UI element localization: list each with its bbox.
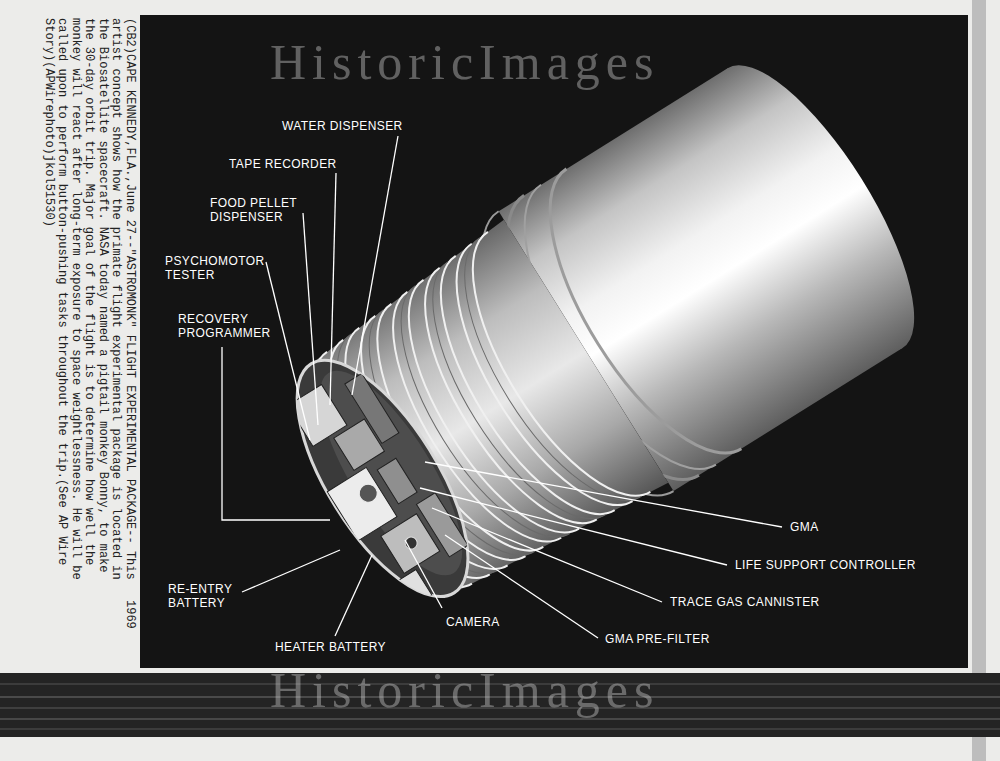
part-label: TRACE GAS CANNISTER: [670, 595, 820, 609]
part-label: RE-ENTRY BATTERY: [168, 582, 248, 610]
part-label-box: TRACE GAS CANNISTER: [670, 595, 820, 609]
leader-lines: [222, 136, 782, 638]
part-label-box: CAMERA: [446, 615, 500, 629]
caption: (CB2)CAPE KENNEDY,FLA.,June 27--"ASTROMO…: [42, 18, 137, 593]
part-label-box: GMA: [790, 520, 819, 534]
part-label: RECOVERY PROGRAMMER: [178, 312, 278, 340]
part-label: TAPE RECORDER: [229, 157, 337, 171]
part-label-box: FOOD PELLET DISPENSER: [210, 196, 310, 224]
part-label-box: TAPE RECORDER: [229, 157, 337, 171]
experiment-package: [274, 352, 491, 613]
part-label: CAMERA: [446, 615, 500, 629]
watermark-box: HistoricImages: [270, 34, 659, 90]
part-label: GMA PRE-FILTER: [605, 632, 710, 646]
biosatellite-capsule: [248, 39, 949, 647]
part-label-box: GMA PRE-FILTER: [605, 632, 710, 646]
print-edge: [972, 0, 986, 761]
photo-ground: [140, 15, 968, 668]
part-label: HEATER BATTERY: [275, 640, 386, 654]
part-label-box: RECOVERY PROGRAMMER: [178, 312, 278, 340]
watermark: HistoricImages: [270, 34, 659, 90]
part-label-box: LIFE SUPPORT CONTROLLER: [735, 558, 916, 572]
part-label-box: RE-ENTRY BATTERY: [168, 582, 248, 610]
watermark-box: HistoricImages: [270, 662, 659, 718]
part-label: GMA: [790, 520, 819, 534]
part-label-box: WATER DISPENSER: [282, 119, 403, 133]
part-label: PSYCHOMOTOR TESTER: [165, 254, 265, 282]
part-label-box: HEATER BATTERY: [275, 640, 386, 654]
caption-box: (CB2)CAPE KENNEDY,FLA.,June 27--"ASTROMO…: [42, 18, 137, 593]
part-label: LIFE SUPPORT CONTROLLER: [735, 558, 916, 572]
part-label: FOOD PELLET DISPENSER: [210, 196, 310, 224]
date-stamp-box: 1969: [123, 600, 137, 629]
date-stamp: 1969: [123, 600, 137, 629]
part-label-box: PSYCHOMOTOR TESTER: [165, 254, 265, 282]
watermark: HistoricImages: [270, 662, 659, 718]
part-label: WATER DISPENSER: [282, 119, 403, 133]
